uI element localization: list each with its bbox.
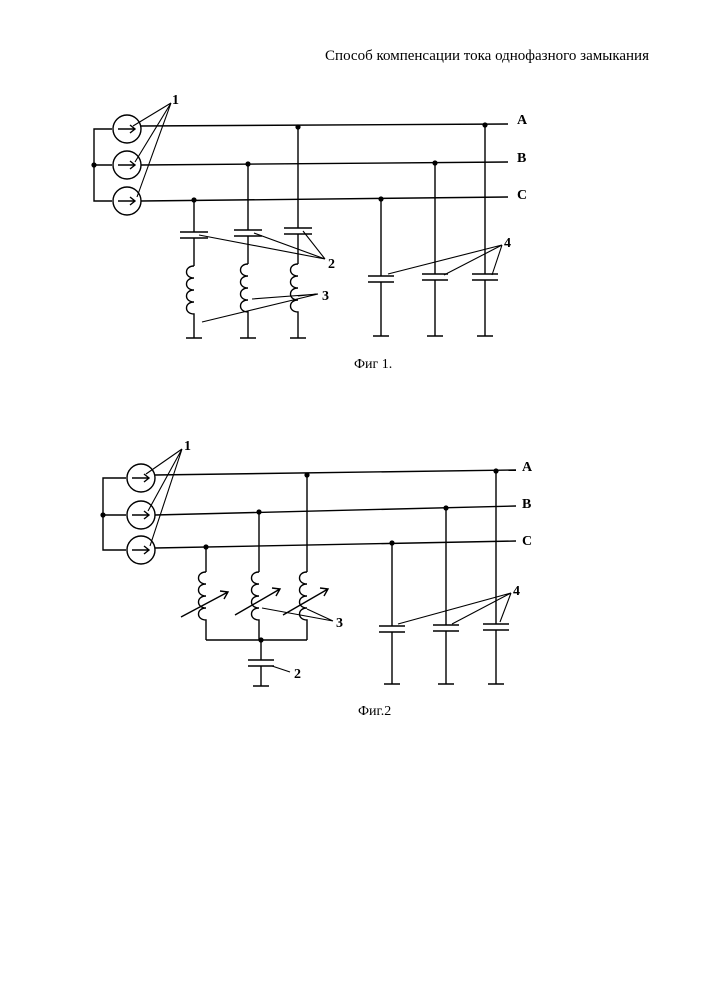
variable-inductor-a: [283, 472, 328, 640]
source-bus: [100, 478, 126, 550]
neutral-capacitor: [248, 640, 274, 686]
callout-4: 4: [398, 584, 520, 624]
phase-line-c: [155, 541, 516, 548]
phase-line-a: [155, 470, 516, 475]
callout-label-2: 2: [294, 667, 301, 682]
neutral-bus: [206, 637, 307, 642]
phase-label-a: A: [522, 460, 533, 475]
variable-inductor-b: [235, 509, 280, 640]
figure-2-caption: Фиг.2: [358, 704, 391, 720]
phase-label-c: C: [522, 534, 532, 549]
callout-label-1: 1: [184, 439, 191, 454]
voltage-source-a: [127, 464, 155, 492]
ground-capacitance-b: [433, 505, 459, 684]
phase-label-b: B: [522, 497, 531, 512]
ground-capacitance-a: [483, 468, 509, 684]
callout-1: 1: [146, 439, 191, 546]
variable-inductor-c: [181, 544, 228, 640]
figure-2-circuit-diagram: A B C 1: [0, 0, 707, 720]
callout-label-3: 3: [336, 616, 343, 631]
voltage-source-c: [127, 536, 155, 564]
phase-line-b: [155, 506, 516, 515]
callout-label-4: 4: [513, 584, 520, 599]
ground-capacitance-c: [379, 540, 405, 684]
callout-2: 2: [272, 666, 301, 682]
